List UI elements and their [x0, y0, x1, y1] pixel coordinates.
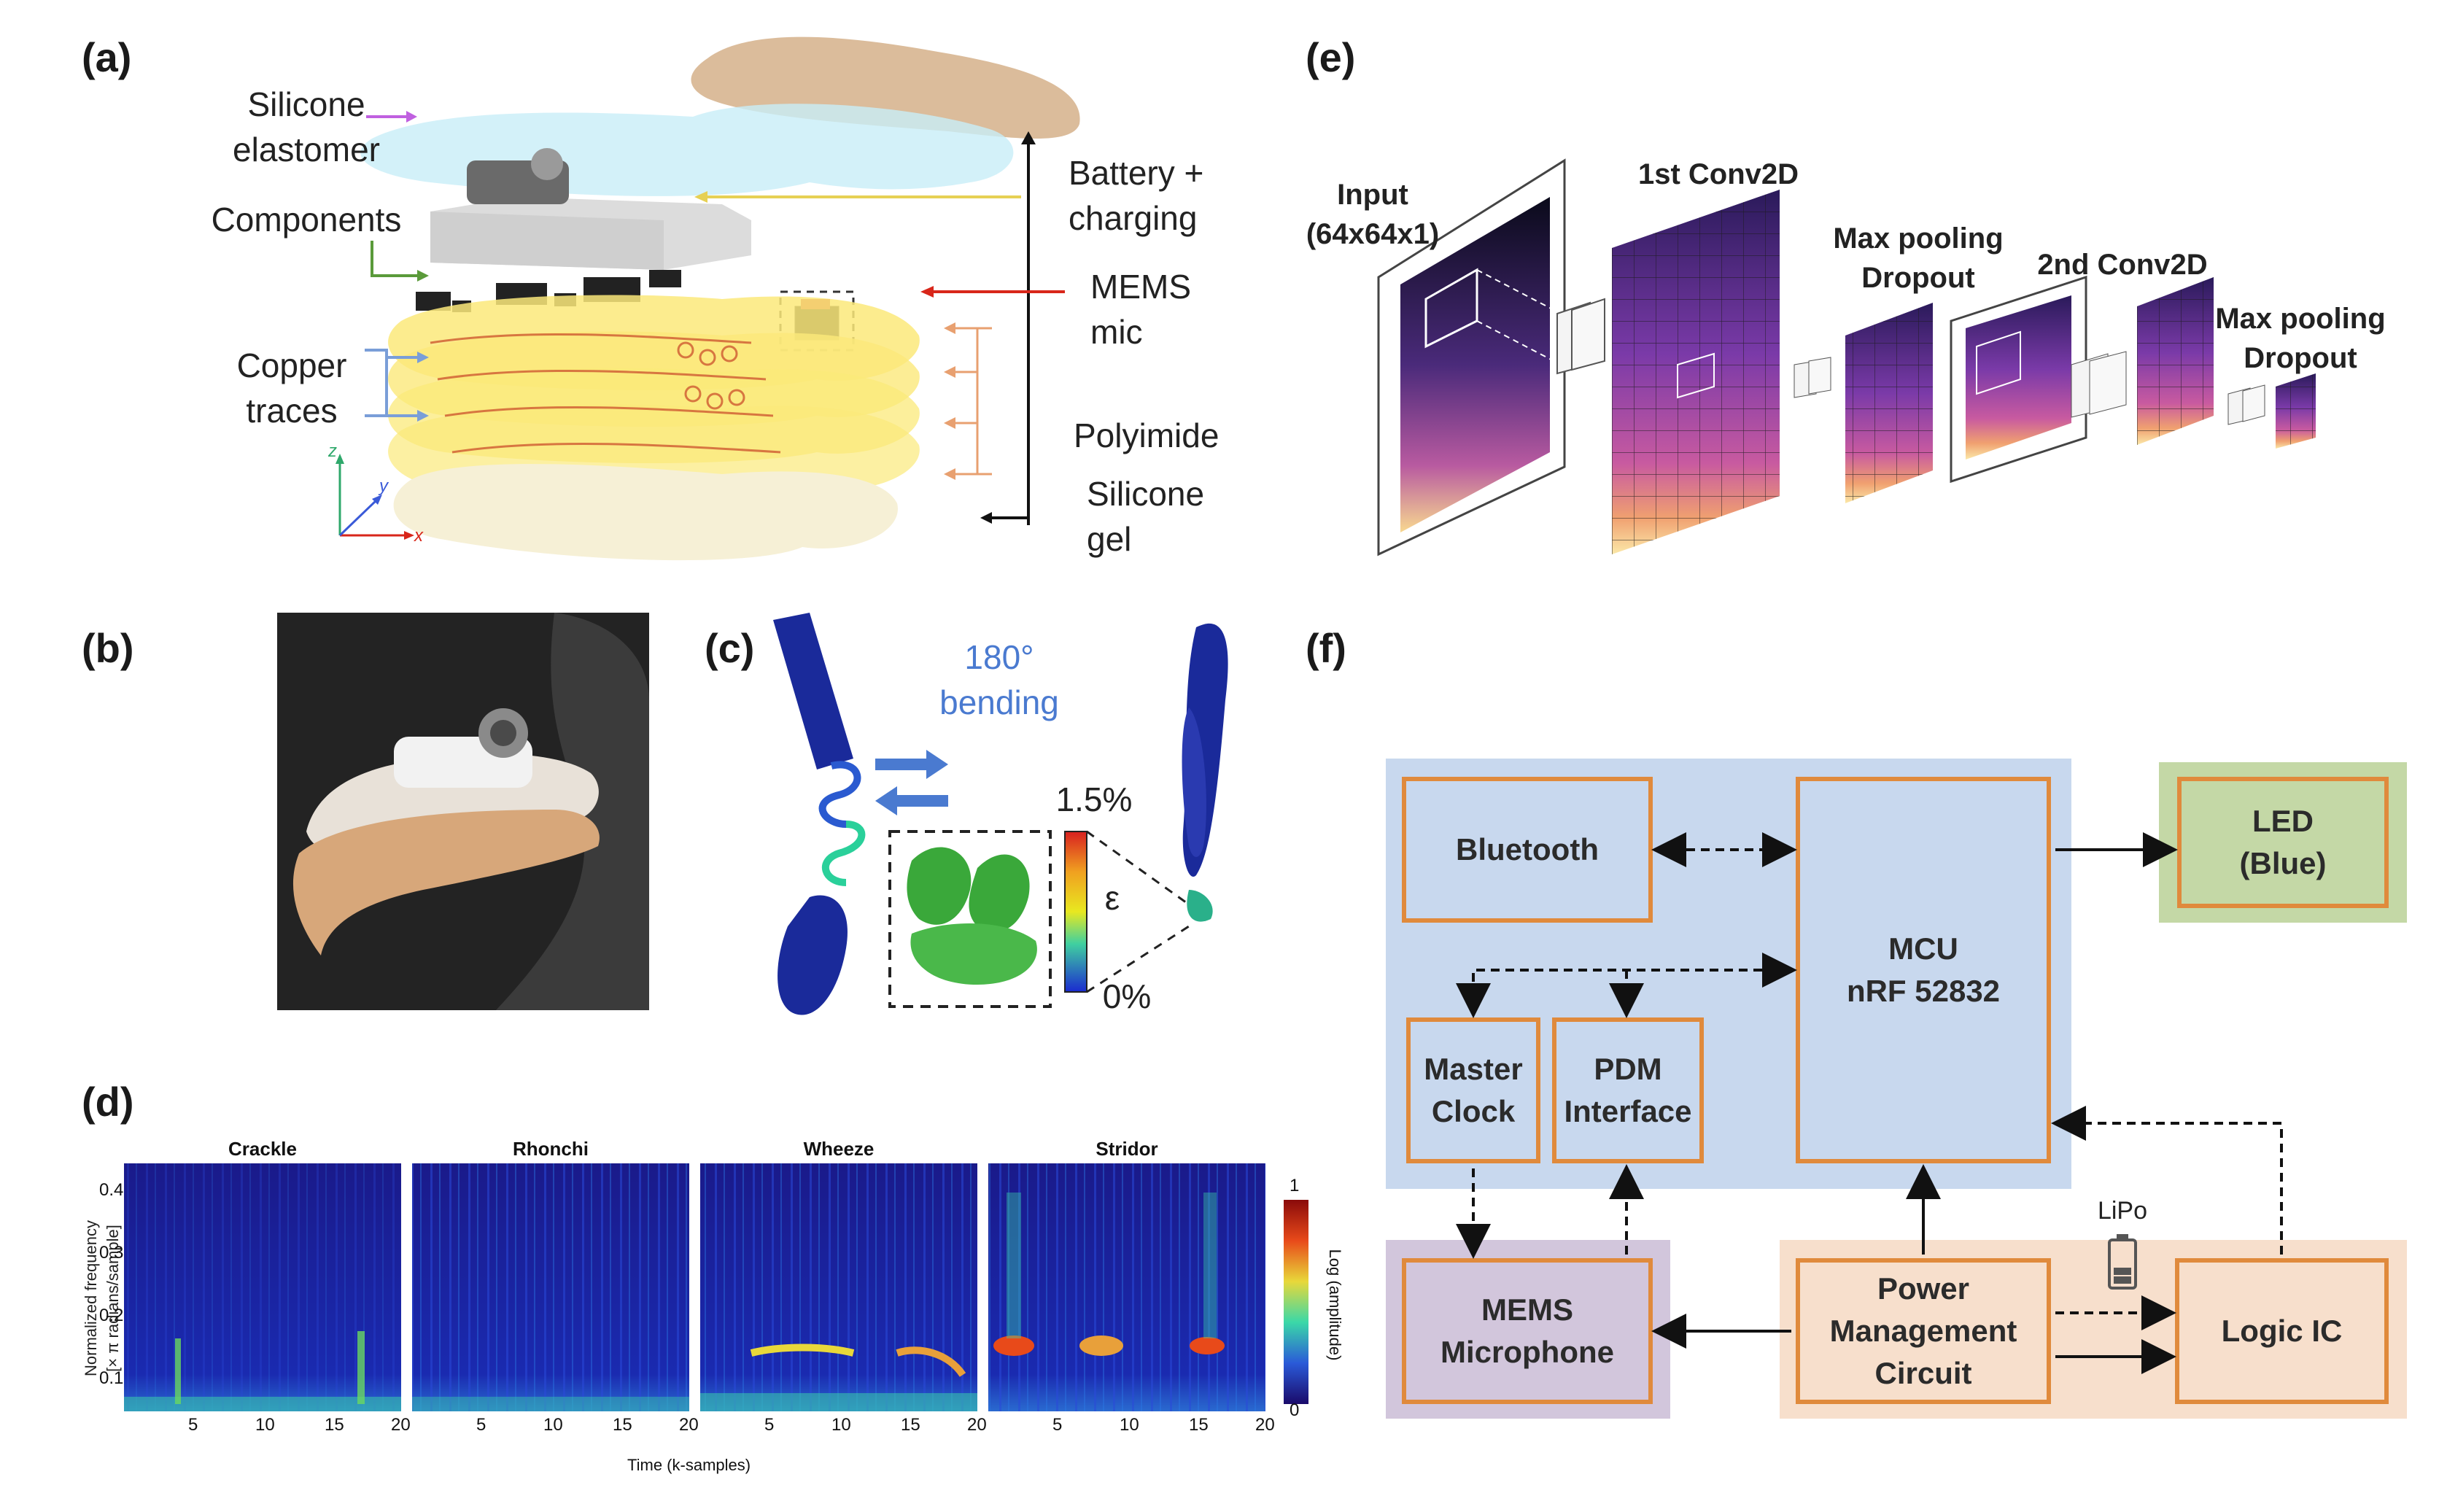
- photo-illustration: [277, 613, 649, 1010]
- xtick: 5: [476, 1415, 486, 1435]
- cnn-pool1-label: Max pooling Dropout: [1833, 222, 2004, 294]
- subplot-title-crackle: Crackle: [228, 1138, 297, 1160]
- colorbar-max: 1: [1290, 1176, 1300, 1195]
- spectrogram-colorbar: [1284, 1200, 1308, 1404]
- ytick-0.3: 0.3: [99, 1243, 124, 1263]
- xtick: 15: [613, 1415, 632, 1435]
- panel-d-label: (d): [82, 1079, 134, 1125]
- ytick-0.1: 0.1: [99, 1368, 124, 1388]
- spectrogram-crackle: [124, 1163, 401, 1411]
- led-block: LED (Blue): [2177, 777, 2389, 908]
- spectrogram-grid: [124, 1163, 1308, 1411]
- cnn-input-label: Input (64x64x1): [1306, 179, 1440, 250]
- mcu-region: [1386, 759, 2071, 1189]
- spectrogram-rhonchi: [412, 1163, 689, 1411]
- pdm-interface-block: PDM Interface: [1552, 1017, 1704, 1163]
- label-polyimide: Polyimide: [1074, 416, 1220, 454]
- logic-ic-block: Logic IC: [2175, 1258, 2389, 1404]
- xtick: 5: [1052, 1415, 1063, 1435]
- bending-simulation: [773, 613, 1228, 1015]
- mems-region: [1386, 1240, 1670, 1419]
- subplot-title-rhonchi: Rhonchi: [513, 1138, 589, 1160]
- battery-icon: [2108, 1234, 2137, 1290]
- arrow-silicone: [366, 111, 417, 123]
- spectrogram-stridor: [988, 1163, 1265, 1411]
- panel-b-label: (b): [82, 625, 134, 671]
- arrow-components: [371, 241, 429, 282]
- label-mems-mic: MEMS mic: [1090, 268, 1191, 351]
- power-region: [1780, 1240, 2407, 1419]
- xtick: 5: [188, 1415, 198, 1435]
- ytick-0.2: 0.2: [99, 1306, 124, 1325]
- axis-y-label: y: [378, 476, 389, 496]
- xtick: 10: [831, 1415, 851, 1435]
- label-components: Components: [211, 201, 402, 239]
- xtick: 20: [391, 1415, 411, 1435]
- xtick: 15: [901, 1415, 920, 1435]
- bluetooth-block: Bluetooth: [1402, 777, 1653, 923]
- label-copper-traces: Copper traces: [236, 346, 347, 430]
- power-management-block: Power Management Circuit: [1796, 1258, 2051, 1404]
- xtick: 15: [1189, 1415, 1209, 1435]
- spectrogram-wheeze: [700, 1163, 977, 1411]
- xtick: 10: [255, 1415, 275, 1435]
- xtick: 20: [1255, 1415, 1275, 1435]
- master-clock-block: Master Clock: [1406, 1017, 1540, 1163]
- cnn-conv2-label: 2nd Conv2D: [2037, 249, 2208, 281]
- xtick: 20: [679, 1415, 699, 1435]
- layer-callouts: [694, 131, 1065, 525]
- axis-x-label: x: [414, 526, 424, 543]
- xtick: 10: [1120, 1415, 1139, 1435]
- panel-f-label: (f): [1306, 625, 1346, 671]
- subplot-title-wheeze: Wheeze: [803, 1138, 875, 1160]
- mcu-block: MCU nRF 52832: [1796, 777, 2051, 1163]
- label-battery-charging: Battery + charging: [1069, 154, 1204, 237]
- label-silicone-elastomer: Silicone elastomer: [233, 85, 380, 168]
- lipo-label: LiPo: [2097, 1197, 2148, 1225]
- label-epsilon: ε: [1104, 879, 1120, 917]
- cnn-architecture: [1377, 158, 2316, 557]
- xtick: 5: [764, 1415, 775, 1435]
- cnn-conv1-label: 1st Conv2D: [1637, 158, 1799, 190]
- mems-microphone-block: MEMS Microphone: [1402, 1258, 1653, 1404]
- ytick-0.4: 0.4: [99, 1180, 124, 1200]
- panel-a-label: (a): [82, 34, 132, 80]
- led-region: [2159, 762, 2407, 923]
- xtick: 10: [543, 1415, 563, 1435]
- label-min-strain: 0%: [1102, 977, 1152, 1015]
- xyz-axis-triad: z y x: [327, 441, 424, 543]
- colorbar-min: 0: [1290, 1400, 1300, 1420]
- xtick: 20: [967, 1415, 987, 1435]
- label-max-strain: 1.5%: [1055, 780, 1133, 818]
- cnn-pool2-label: Max pooling Dropout: [2215, 303, 2386, 374]
- label-silicone-gel: Silicone gel: [1087, 475, 1205, 558]
- panel-e-label: (e): [1306, 34, 1356, 80]
- xtick: 15: [325, 1415, 344, 1435]
- subplot-title-stridor: Stridor: [1096, 1138, 1158, 1160]
- label-bending: 180° bending: [939, 638, 1059, 721]
- bracket-copper: [365, 349, 429, 422]
- panel-c-label: (c): [705, 625, 755, 671]
- axis-z-label: z: [327, 441, 337, 461]
- spectrogram-xlabel: Time (k-samples): [627, 1456, 751, 1474]
- device-photo: [277, 613, 649, 1010]
- device-exploded-illustration: [360, 36, 1080, 561]
